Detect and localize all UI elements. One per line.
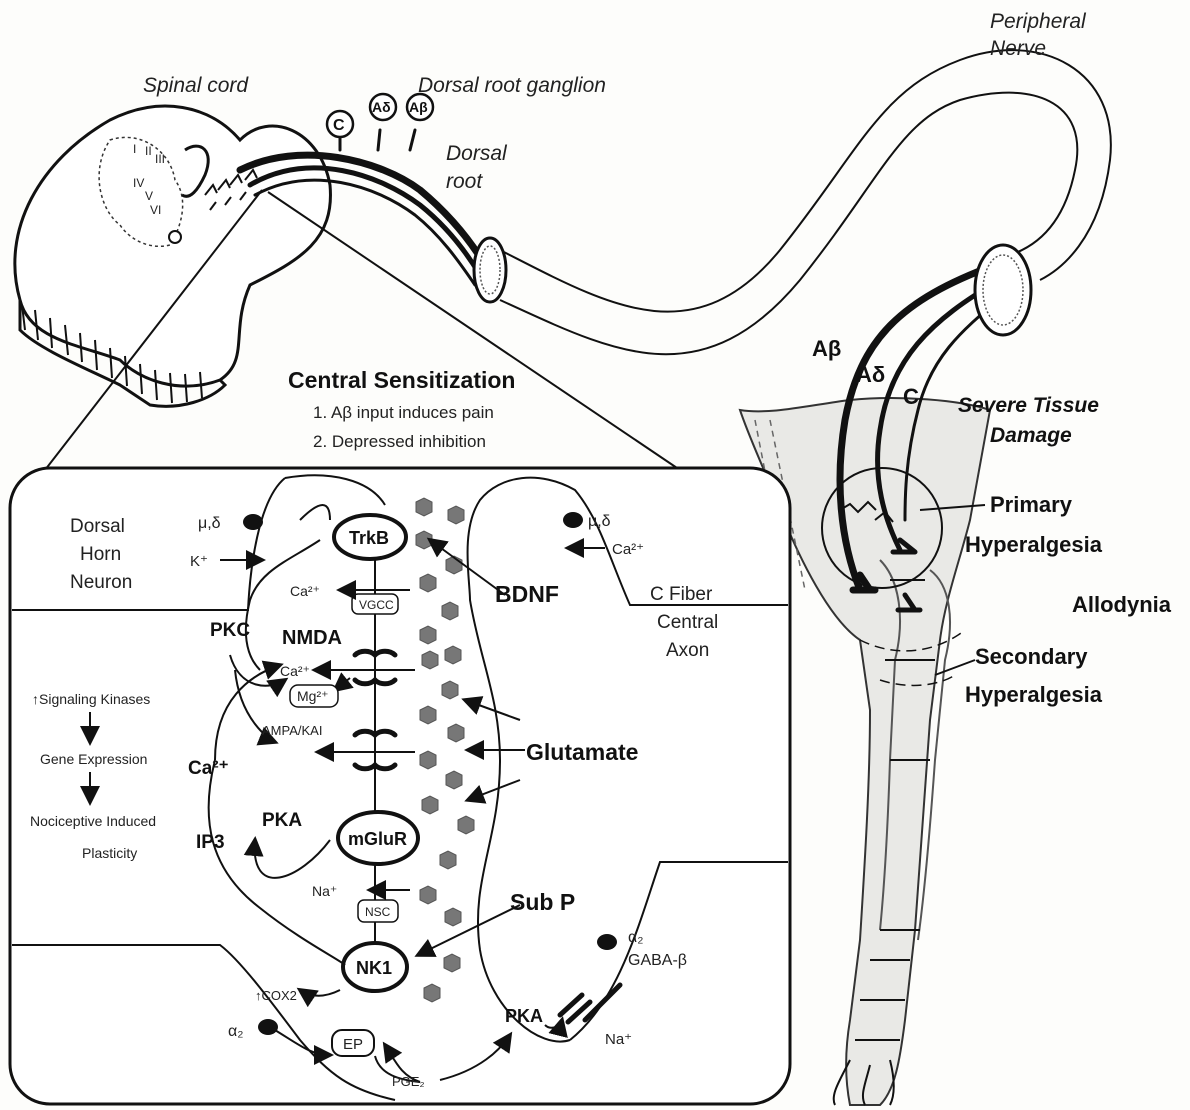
nmda-label: NMDA [282,627,342,649]
lamina-label: III [155,152,165,166]
leg-c-label: C [903,384,919,409]
dorsal-root-label-2: root [446,170,483,193]
gaba-b-label: GABA-β [628,952,687,969]
ampa-label: AMPA/KAI [262,723,322,738]
mu-delta-left-label: μ,δ [198,515,221,532]
zoom-line-right [268,192,680,470]
severe-tissue-label-1: Severe Tissue [958,394,1099,417]
nociceptive-label-1: Nociceptive Induced [30,813,156,829]
fiber-ab-label: Aβ [409,99,428,115]
dorsal-root-label-1: Dorsal [446,142,508,165]
alpha2-receptor-right [597,934,617,950]
ca-vgcc-label: Ca²⁺ [290,583,320,599]
opioid-receptor-right [563,512,583,528]
alpha2-right-label: α₂ [628,929,643,946]
dorsal-horn-label-3: Neuron [70,572,132,593]
mg-label: Mg²⁺ [297,688,329,704]
secondary-hyperalgesia-label-2: Hyperalgesia [965,682,1103,707]
alpha2-receptor-left [258,1019,278,1035]
leg-ad-label: Aδ [856,362,885,387]
signaling-kinases-label: ↑Signaling Kinases [32,691,150,707]
dorsal-root-ganglion-label: Dorsal root ganglion [418,74,606,97]
leg-ab-label: Aβ [812,336,841,361]
k-plus-label: K⁺ [190,553,208,570]
c-fiber-label-3: Axon [666,640,709,661]
vgcc-label: VGCC [359,598,394,612]
na-right-label: Na⁺ [605,1031,632,1048]
pka-right-label: PKA [505,1006,543,1026]
dorsal-horn-label-1: Dorsal [70,516,125,537]
ca-left-label: Ca²⁺ [188,758,229,779]
primary-hyperalgesia-label-2: Hyperalgesia [965,532,1103,557]
secondary-pointer [935,660,975,675]
alpha2-left-label: α₂ [228,1023,243,1040]
allodynia-label: Allodynia [1072,592,1172,617]
primary-hyperalgesia-label-1: Primary [990,492,1073,517]
peripheral-nerve-label-1: Peripheral [990,10,1087,33]
fiber-ad-label: Aδ [372,99,391,115]
spinal-cord-label: Spinal cord [143,74,249,97]
lamina-label: II [145,144,152,158]
cox2-label: ↑COX2 [255,988,297,1003]
glutamate-label: Glutamate [526,739,638,765]
spinal-cord: I II III IV V VI [15,106,331,406]
nsc-label: NSC [365,905,391,919]
c-fiber-label-1: C Fiber [650,584,713,605]
gene-expression-label: Gene Expression [40,751,147,767]
lamina-label: I [133,142,136,156]
pkc-label: PKC [210,620,250,641]
fiber-c-label: C [333,117,345,134]
pge2-label: PGE₂ [392,1074,425,1089]
ca-right-label: Ca²⁺ [612,541,644,558]
nociceptive-label-2: Plasticity [82,845,137,861]
nk1-label: NK1 [356,958,392,978]
trkb-label: TrkB [349,528,389,548]
peripheral-nerve-label-2: Nerve [990,37,1046,60]
lamina-label: VI [150,203,161,217]
mu-delta-right-label: μ,δ [588,513,611,530]
mglur-label: mGluR [348,829,407,849]
central-sensitization-line2: 2. Depressed inhibition [313,432,486,451]
dorsal-horn-label-2: Horn [80,544,121,565]
opioid-receptor-left [243,514,263,530]
severe-tissue-label-2: Damage [990,424,1072,447]
lamina-label: IV [133,176,144,190]
pka-left-label: PKA [262,810,302,831]
bdnf-label: BDNF [495,581,559,607]
c-fiber-label-2: Central [657,612,718,633]
secondary-hyperalgesia-label-1: Secondary [975,644,1088,669]
central-sensitization-title: Central Sensitization [288,367,515,393]
synapse-inset-box [10,468,790,1104]
central-sensitization-line1: 1. Aβ input induces pain [313,403,494,422]
lamina-label: V [145,189,153,203]
ca-nmda-label: Ca²⁺ [280,663,310,679]
sub-p-label: Sub P [510,889,575,915]
ep-label: EP [343,1036,363,1053]
ip3-label: IP3 [196,832,225,853]
na-nsc-label: Na⁺ [312,883,337,899]
